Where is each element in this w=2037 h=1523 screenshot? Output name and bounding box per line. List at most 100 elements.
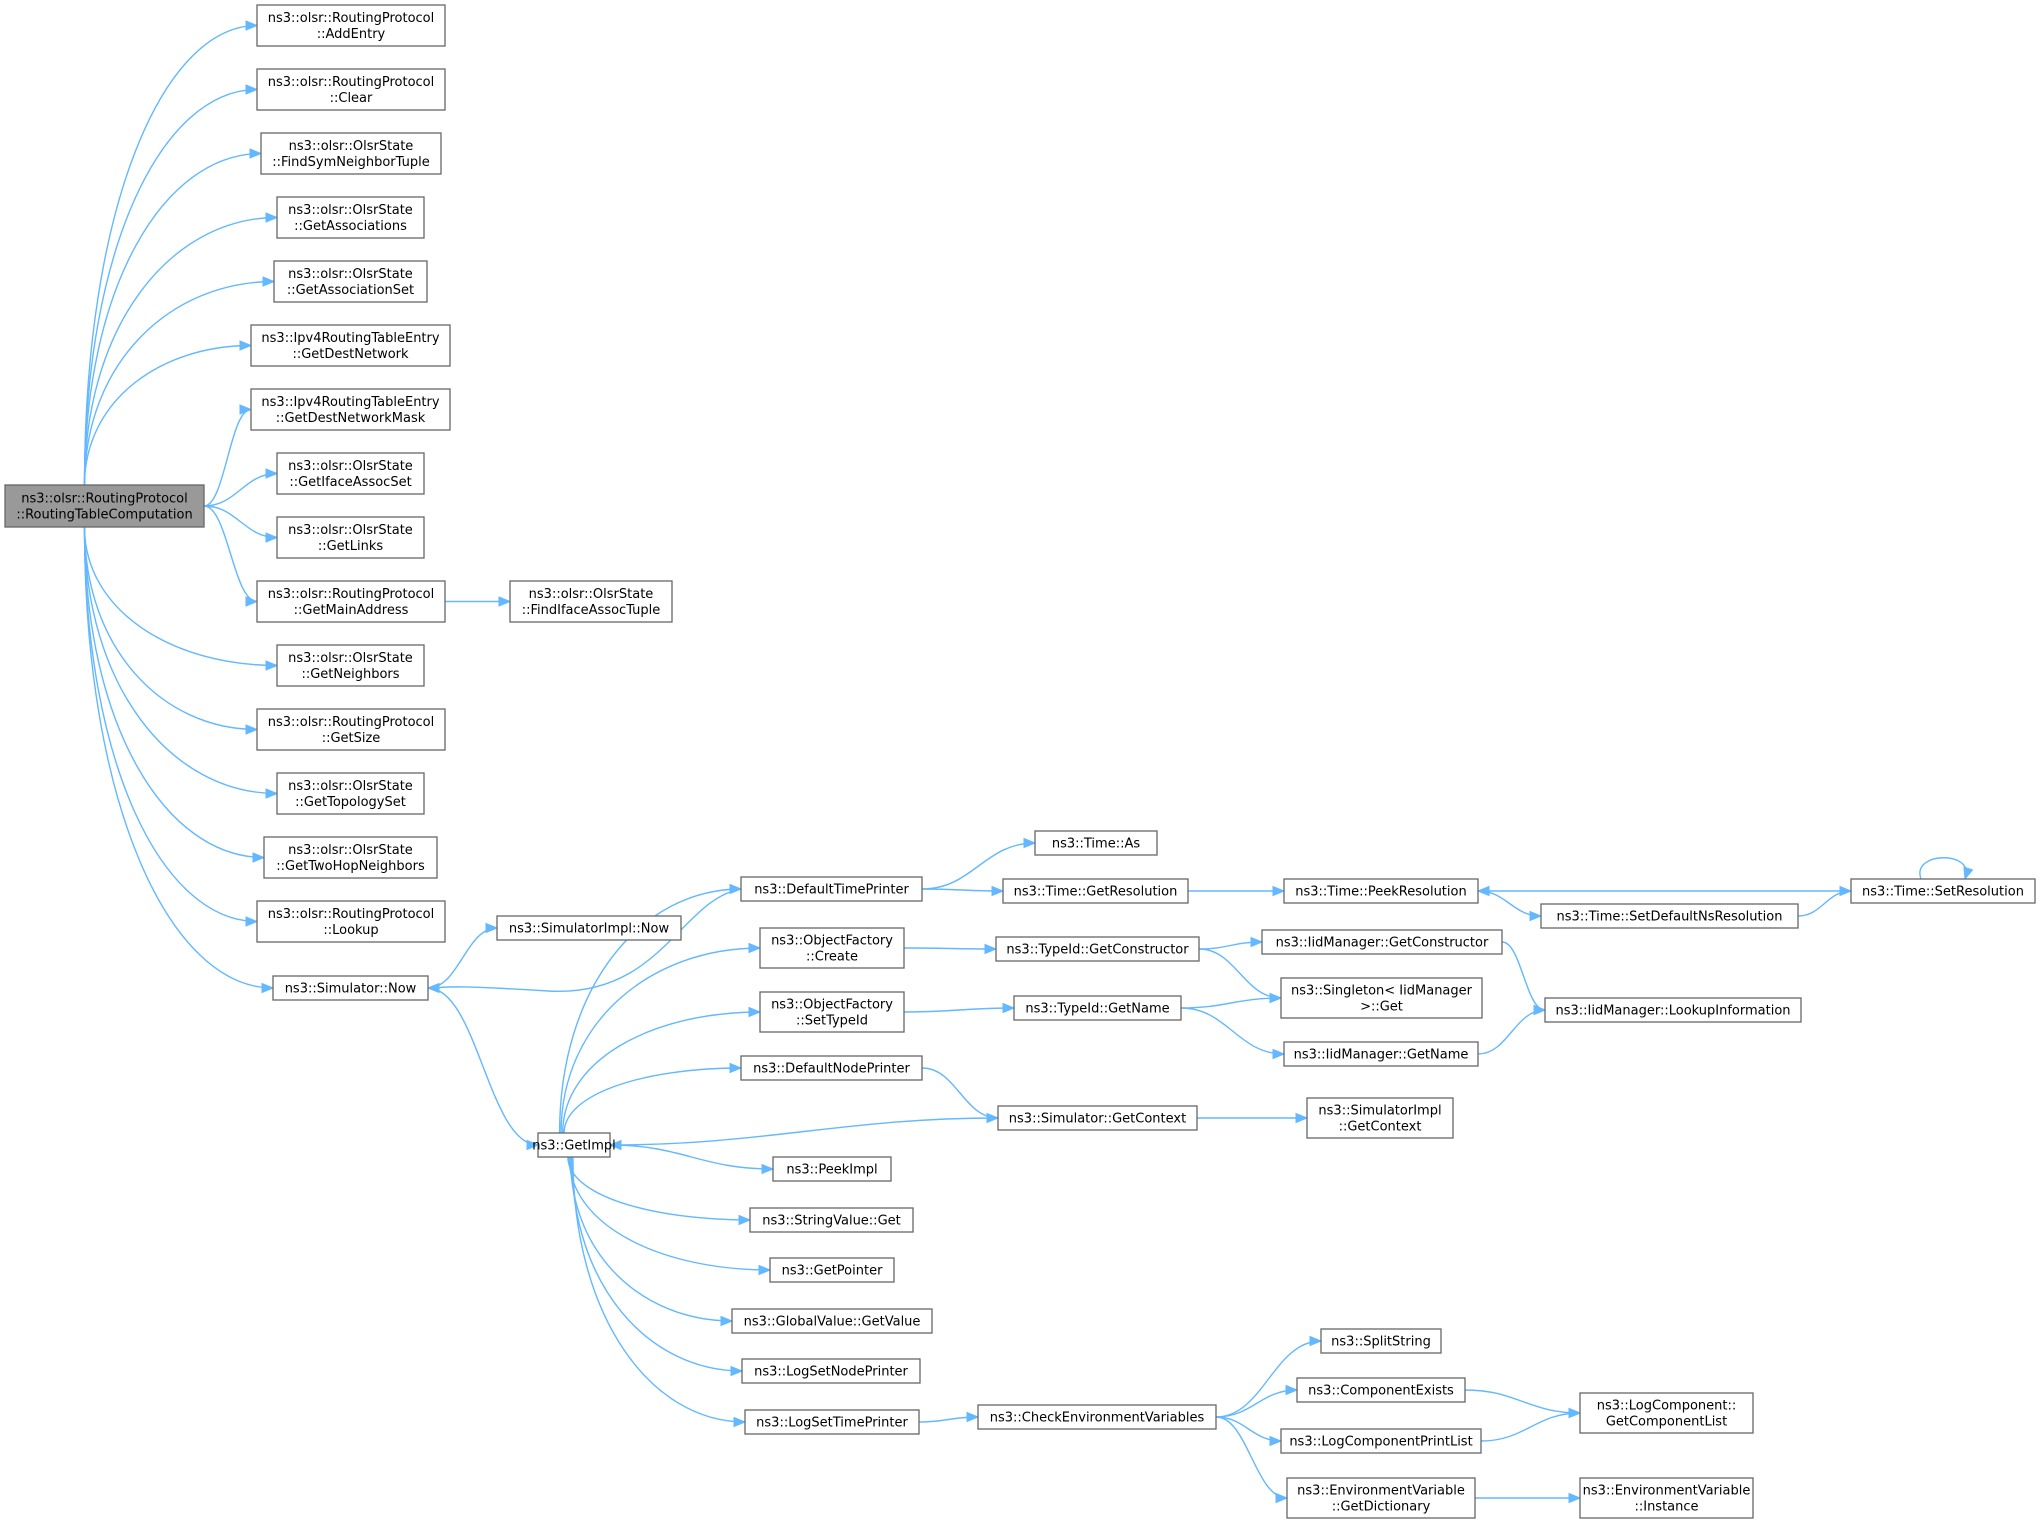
edge-root-to-getassocset <box>83 280 275 486</box>
node-singletonget[interactable]: ns3::Singleton< IidManager>::Get <box>1280 977 1483 1019</box>
edge-root-to-getdestmask-arrowhead <box>239 404 253 415</box>
node-simimplgetctx[interactable]: ns3::SimulatorImpl::GetContext <box>1306 1097 1454 1139</box>
edge-root-to-lookup <box>83 526 258 923</box>
edge-simnow-to-getimpl <box>427 987 539 1146</box>
node-ofsettypeid[interactable]: ns3::ObjectFactory::SetTypeId <box>759 991 905 1033</box>
node-envinstance[interactable]: ns3::EnvironmentVariable::Instance <box>1579 1477 1754 1519</box>
edge-typeidgetname-to-iidgetname <box>1180 1007 1285 1055</box>
node-getpointer[interactable]: ns3::GetPointer <box>769 1257 895 1283</box>
node-timegetres[interactable]: ns3::Time::GetResolution <box>1002 878 1189 904</box>
node-label-line: ns3::olsr::RoutingProtocol <box>21 492 188 507</box>
node-gettwohop[interactable]: ns3::olsr::OlsrState::GetTwoHopNeighbors <box>263 836 438 879</box>
node-iidlookup[interactable]: ns3::IidManager::LookupInformation <box>1544 997 1802 1023</box>
node-timepeekres[interactable]: ns3::Time::PeekResolution <box>1283 878 1479 904</box>
node-label-line: ns3::Time::PeekResolution <box>1295 885 1466 900</box>
node-peekimpl[interactable]: ns3::PeekImpl <box>772 1156 892 1182</box>
node-splitstring[interactable]: ns3::SplitString <box>1320 1328 1442 1354</box>
node-typeidgetname[interactable]: ns3::TypeId::GetName <box>1013 995 1182 1021</box>
node-findsym[interactable]: ns3::olsr::OlsrState::FindSymNeighborTup… <box>260 132 442 175</box>
node-getdestmask[interactable]: ns3::Ipv4RoutingTableEntry::GetDestNetwo… <box>250 388 451 431</box>
edge-timesetres-to-timesetres <box>1919 857 1967 880</box>
node-envgetdict[interactable]: ns3::EnvironmentVariable::GetDictionary <box>1286 1477 1476 1519</box>
node-compexists[interactable]: ns3::ComponentExists <box>1296 1377 1466 1403</box>
node-box <box>1579 1477 1754 1519</box>
node-logsetnode[interactable]: ns3::LogSetNodePrinter <box>741 1358 921 1384</box>
node-timeas[interactable]: ns3::Time::As <box>1034 830 1158 856</box>
node-checkenv[interactable]: ns3::CheckEnvironmentVariables <box>977 1404 1217 1430</box>
node-box <box>276 644 425 687</box>
node-deftimeprinter[interactable]: ns3::DefaultTimePrinter <box>740 876 923 902</box>
node-box <box>1544 997 1802 1023</box>
node-label-line: ns3::ObjectFactory <box>771 998 893 1013</box>
node-box <box>256 900 446 943</box>
node-label-line: ns3::CheckEnvironmentVariables <box>990 1411 1205 1426</box>
node-simgetctx[interactable]: ns3::Simulator::GetContext <box>997 1105 1198 1131</box>
node-timesetres[interactable]: ns3::Time::SetResolution <box>1850 878 2036 904</box>
node-label-line: ::GetDestNetwork <box>292 347 409 362</box>
node-logsettime[interactable]: ns3::LogSetTimePrinter <box>744 1409 920 1435</box>
node-logcompgetlist[interactable]: ns3::LogComponent::GetComponentList <box>1579 1392 1754 1434</box>
node-strvalget[interactable]: ns3::StringValue::Get <box>749 1207 914 1233</box>
node-box <box>1002 878 1189 904</box>
node-label-line: ns3::Time::GetResolution <box>1014 885 1178 900</box>
node-getiface[interactable]: ns3::olsr::OlsrState::GetIfaceAssocSet <box>276 452 425 495</box>
edge-ofsettypeid-to-typeidgetname-arrowhead <box>1002 1002 1016 1014</box>
node-box <box>496 915 682 941</box>
node-iidgetname[interactable]: ns3::IidManager::GetName <box>1283 1041 1479 1067</box>
edge-root-to-getlinks-arrowhead <box>265 532 279 543</box>
node-box <box>740 1055 923 1081</box>
node-label-line: ns3::Ipv4RoutingTableEntry <box>261 331 439 346</box>
node-label-line: ns3::Time::SetResolution <box>1862 885 2024 900</box>
node-getdestnet[interactable]: ns3::Ipv4RoutingTableEntry::GetDestNetwo… <box>250 324 451 367</box>
node-box <box>256 580 446 623</box>
edge-typeidgetname-to-singletonget-arrowhead <box>1269 992 1283 1004</box>
node-getsize[interactable]: ns3::olsr::RoutingProtocol::GetSize <box>256 708 446 751</box>
node-gettopo[interactable]: ns3::olsr::OlsrState::GetTopologySet <box>276 772 425 815</box>
node-simimplnow[interactable]: ns3::SimulatorImpl::Now <box>496 915 682 941</box>
edge-iidgetname-to-iidlookup-arrowhead <box>1533 1004 1547 1016</box>
edge-checkenv-to-splitstring-arrowhead <box>1309 1335 1323 1347</box>
node-box <box>1296 1377 1466 1403</box>
node-label-line: ns3::LogComponentPrintList <box>1289 1435 1472 1450</box>
edge-root-to-gettwohop-arrowhead <box>252 852 266 863</box>
node-box <box>1034 830 1158 856</box>
node-iidgetctor[interactable]: ns3::IidManager::GetConstructor <box>1261 929 1503 955</box>
node-box <box>977 1404 1217 1430</box>
edge-getimpl-to-defnodeprinter <box>563 1067 742 1134</box>
node-simnow[interactable]: ns3::Simulator::Now <box>272 975 429 1001</box>
node-label-line: ns3::olsr::RoutingProtocol <box>268 907 435 922</box>
edge-getimpl-to-logsetnode <box>570 1156 743 1372</box>
node-label-line: ns3::LogSetTimePrinter <box>756 1416 908 1431</box>
node-label-line: ns3::Singleton< IidManager <box>1291 984 1473 999</box>
node-label-line: ns3::TypeId::GetConstructor <box>1006 943 1189 958</box>
edge-getimpl-to-peekimpl-arrowhead <box>761 1163 775 1175</box>
node-getlinks[interactable]: ns3::olsr::OlsrState::GetLinks <box>276 516 425 559</box>
node-getassocset[interactable]: ns3::olsr::OlsrState::GetAssociationSet <box>273 260 428 303</box>
node-box <box>256 708 446 751</box>
node-getimpl[interactable]: ns3::GetImpl <box>532 1132 616 1158</box>
node-gvgetvalue[interactable]: ns3::GlobalValue::GetValue <box>731 1308 933 1334</box>
node-logcompprint[interactable]: ns3::LogComponentPrintList <box>1280 1428 1482 1454</box>
edge-root-to-getmainaddr-arrowhead <box>245 596 259 607</box>
node-label-line: ns3::EnvironmentVariable <box>1297 1484 1465 1499</box>
node-findiface[interactable]: ns3::olsr::OlsrState::FindIfaceAssocTupl… <box>509 580 673 623</box>
edge-getimpl-to-getpointer-arrowhead <box>758 1264 772 1276</box>
node-box <box>276 516 425 559</box>
node-getneighbors[interactable]: ns3::olsr::OlsrState::GetNeighbors <box>276 644 425 687</box>
node-ofcreate[interactable]: ns3::ObjectFactory::Create <box>759 927 905 969</box>
edge-root-to-addentry-arrowhead <box>245 20 259 31</box>
node-timesetdefns[interactable]: ns3::Time::SetDefaultNsResolution <box>1540 903 1799 929</box>
edge-checkenv-to-envgetdict <box>1215 1416 1288 1499</box>
edge-checkenv-to-logcompprint-arrowhead <box>1269 1435 1283 1447</box>
node-root[interactable]: ns3::olsr::RoutingProtocol::RoutingTable… <box>4 484 205 528</box>
node-clear[interactable]: ns3::olsr::RoutingProtocol::Clear <box>256 68 446 111</box>
node-lookup[interactable]: ns3::olsr::RoutingProtocol::Lookup <box>256 900 446 943</box>
node-getassoc[interactable]: ns3::olsr::OlsrState::GetAssociations <box>276 196 425 239</box>
edge-checkenv-to-splitstring <box>1215 1340 1322 1418</box>
node-label-line: >::Get <box>1360 1000 1403 1015</box>
edge-getimpl-to-strvalget <box>567 1156 751 1221</box>
node-addentry[interactable]: ns3::olsr::RoutingProtocol::AddEntry <box>256 4 446 47</box>
node-getmainaddr[interactable]: ns3::olsr::RoutingProtocol::GetMainAddre… <box>256 580 446 623</box>
node-typeidgetctor[interactable]: ns3::TypeId::GetConstructor <box>995 936 1200 962</box>
node-defnodeprinter[interactable]: ns3::DefaultNodePrinter <box>740 1055 923 1081</box>
